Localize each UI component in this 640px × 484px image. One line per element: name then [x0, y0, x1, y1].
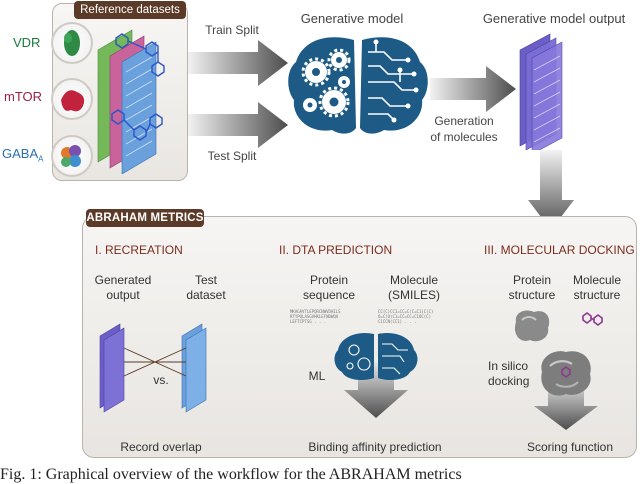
recreation-title: I. RECREATION: [95, 243, 183, 257]
recreation-overlap-diagram: [99, 323, 207, 413]
target-gaba-label: GABAA: [2, 146, 44, 164]
test-split-label: Test Split: [207, 149, 257, 163]
scoring-function-label: Scoring function: [526, 440, 614, 454]
generative-model-title: Generative model: [300, 11, 404, 26]
reference-title: Reference datasets: [74, 1, 186, 19]
reference-dataset-pages: [97, 29, 165, 174]
record-overlap-label: Record overlap: [120, 440, 202, 454]
generative-output-title: Generative model output: [482, 11, 626, 26]
gaba-protein-icon: [51, 135, 93, 177]
ml-brain-icon: [334, 332, 418, 380]
train-split-arrow: [188, 40, 288, 86]
train-split-label: Train Split: [205, 23, 259, 37]
target-vdr-label: VDR: [13, 35, 41, 50]
brain-gears-icon: [288, 37, 428, 134]
docking-title: III. MOLECULAR DOCKING: [484, 243, 635, 257]
vs-label: vs.: [153, 373, 169, 387]
vdr-protein-icon: [51, 22, 93, 64]
generation-arrow: [430, 66, 516, 112]
dta-title: II. DTA PREDICTION: [279, 243, 393, 257]
molecule-structure-icon: [582, 312, 603, 326]
docked-complex-icon: [541, 351, 591, 396]
molecule-smiles-label: Molecule(SMILES): [387, 273, 440, 302]
mtor-protein-icon: [51, 78, 93, 120]
protein-structure-icon: [514, 310, 550, 342]
smiles-sample: CC(C)CC1=CC=C(C=C1)C(C)O=C(O)C1=CC=CC=C1…: [378, 309, 434, 324]
to-metrics-arrow: [528, 150, 574, 230]
target-mtor-label: mTOR: [4, 89, 43, 104]
metrics-title: ABRAHAM METRICS: [86, 209, 204, 227]
figure-caption: Fig. 1: Graphical overview of the workfl…: [0, 466, 462, 483]
binding-affinity-label: Binding affinity prediction: [308, 440, 442, 454]
test-split-arrow: [188, 102, 288, 148]
ml-label: ML: [308, 369, 326, 383]
generative-output-pages: [519, 33, 563, 150]
